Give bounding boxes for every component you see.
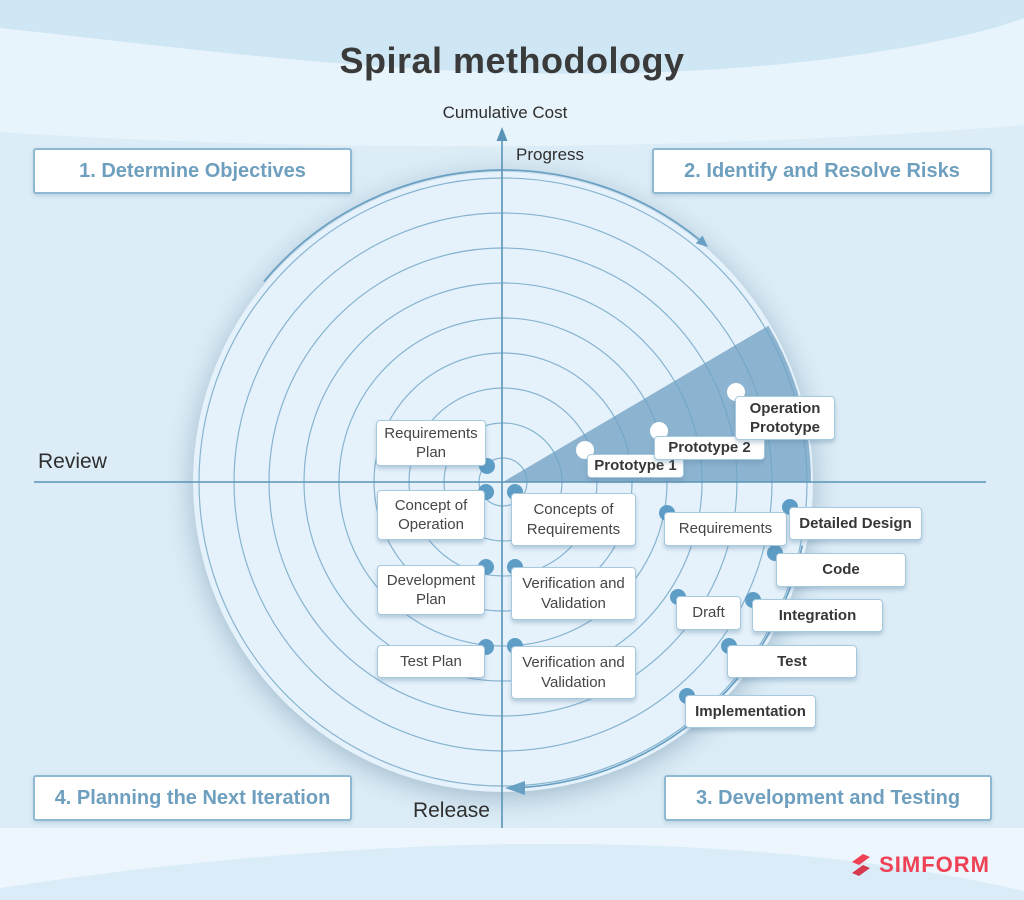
spiral-arrow-top [263,169,708,282]
axis-label-review: Review [38,450,107,473]
stage-verification-validation-1: Verification and Validation [511,567,636,620]
stage-verification-validation-2: Verification and Validation [511,646,636,699]
page-title: Spiral methodology [339,40,685,81]
axis-arrow-up-icon [496,127,508,141]
background-wave-title [0,18,1024,147]
quadrant-label-identify-resolve-risks: 2. Identify and Resolve Risks [652,148,992,194]
stage-concept-of-operation: Concept of Operation [377,490,485,540]
stage-development-plan: Development Plan [377,565,485,615]
axis-label-progress: Progress [516,145,585,164]
background-wave-top [0,0,1024,74]
stage-concepts-of-requirements: Concepts of Requirements [511,493,636,546]
stage-draft: Draft [676,596,741,630]
stage-test-plan: Test Plan [377,645,485,678]
stage-implementation: Implementation [685,695,816,728]
axis-label-cumulative-cost: Cumulative Cost [442,103,568,122]
prototype-dot [650,422,668,440]
stage-test: Test [727,645,857,678]
axis-label-release: Release [412,799,490,822]
stage-operation-prototype: Operation Prototype [735,396,835,440]
stage-detailed-design: Detailed Design [789,507,922,540]
stage-code: Code [776,553,906,587]
quadrant-label-development-testing: 3. Development and Testing [664,775,992,821]
quadrant-label-planning-next-iteration: 4. Planning the Next Iteration [33,775,352,821]
stage-requirements-plan: Requirements Plan [376,420,486,466]
stage-prototype-2: Prototype 2 [654,436,765,460]
simform-logo: SIMFORM [849,852,990,878]
stage-requirements: Requirements [664,512,787,546]
stage-integration: Integration [752,599,883,632]
vertical-axis [496,127,508,828]
simform-logo-text: SIMFORM [879,852,990,877]
background-wave-bottom [0,843,1024,900]
simform-logo-icon [852,854,871,876]
quadrant-label-determine-objectives: 1. Determine Objectives [33,148,352,194]
